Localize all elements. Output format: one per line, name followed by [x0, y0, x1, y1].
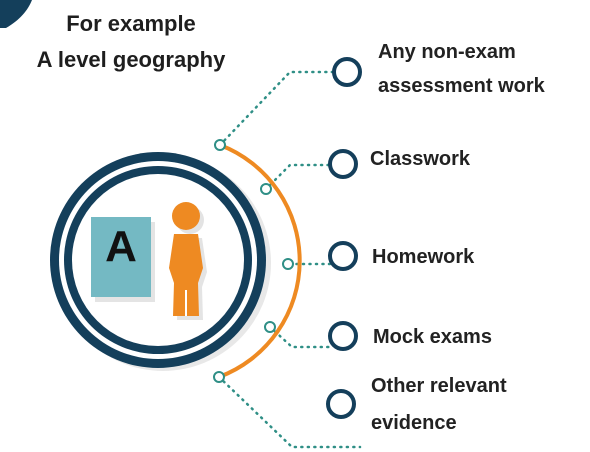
arc-node-3: [282, 258, 294, 270]
person-icon: [169, 202, 207, 320]
item-label-other-evidence-line-1: Other relevant: [371, 375, 507, 397]
person-body: [169, 234, 203, 316]
grade-card-icon: A: [91, 217, 155, 302]
item-bullet-ring-1: [332, 57, 362, 87]
orange-arc: [218, 143, 302, 379]
connector-line-5: [217, 375, 362, 449]
arc-node-5: [213, 371, 225, 383]
item-label-non-exam-line-2: assessment work: [378, 75, 545, 97]
connector-line-2: [264, 163, 332, 191]
item-label-mock-exams: Mock exams: [373, 326, 492, 348]
arc-node-4: [264, 321, 276, 333]
grade-letter: A: [105, 222, 137, 271]
item-bullet-ring-5: [326, 389, 356, 419]
grade-card: [91, 217, 151, 297]
title-line-2: A level geography: [36, 47, 226, 72]
corner-accent-shape: [0, 0, 32, 28]
item-bullet-ring-2: [328, 149, 358, 179]
item-label-homework: Homework: [372, 246, 475, 268]
connector-line-1: [218, 70, 336, 147]
arc-node-1: [214, 139, 226, 151]
item-label-non-exam-line-1: Any non-exam: [378, 41, 516, 63]
arc-node-2: [260, 183, 272, 195]
item-label-other-evidence-line-2: evidence: [371, 412, 457, 434]
item-bullet-ring-4: [328, 321, 358, 351]
title-line-1: For example: [66, 11, 196, 36]
item-bullet-ring-3: [328, 241, 358, 271]
item-label-classwork: Classwork: [370, 148, 471, 170]
person-head: [172, 202, 200, 230]
